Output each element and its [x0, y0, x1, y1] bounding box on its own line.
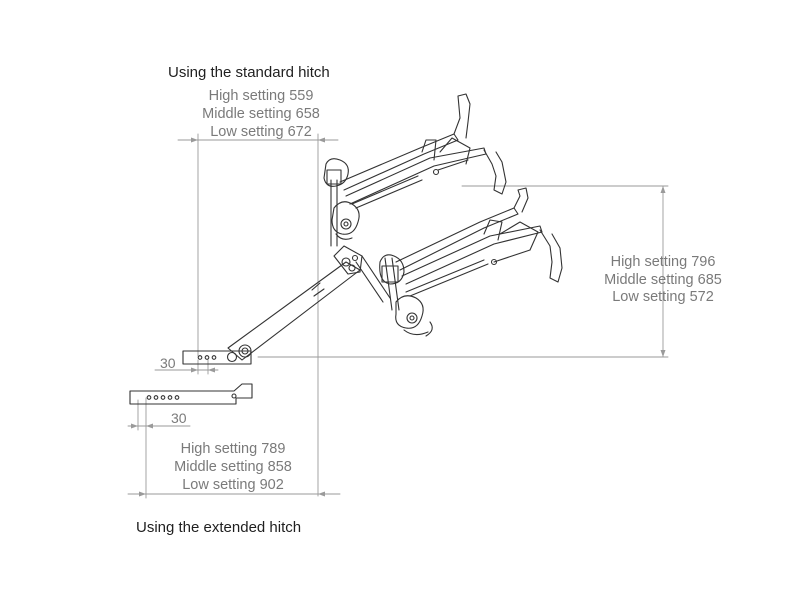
standard-low-setting: Low setting 672	[210, 124, 312, 140]
height-high-setting: High setting 796	[610, 254, 716, 270]
standard-hitch	[182, 344, 252, 365]
extended-low-setting: Low setting 902	[182, 477, 284, 493]
extended-hitch-heading: Using the extended hitch	[136, 519, 302, 536]
dimension-arrows	[131, 137, 666, 497]
dimension-lines	[127, 133, 669, 499]
extended-hitch	[129, 383, 253, 405]
extended-offset-dimension: 30	[171, 410, 187, 426]
standard-high-setting: High setting 559	[208, 88, 314, 104]
standard-hitch-heading: Using the standard hitch	[168, 64, 330, 81]
standard-offset-dimension: 30	[160, 355, 176, 371]
height-low-setting: Low setting 572	[612, 289, 714, 305]
extended-high-setting: High setting 789	[180, 441, 286, 457]
upper-cradle-arm	[323, 93, 507, 247]
standard-middle-setting: Middle setting 658	[202, 106, 320, 122]
lower-cradle-arm	[379, 187, 563, 337]
carrier-main-arm	[227, 245, 391, 361]
extended-middle-setting: Middle setting 858	[174, 459, 292, 475]
height-middle-setting: Middle setting 685	[604, 272, 722, 288]
